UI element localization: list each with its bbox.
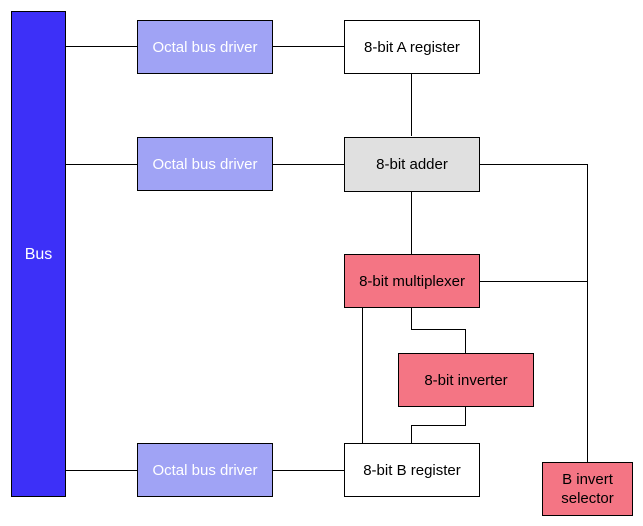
bus-label: Bus	[24, 245, 53, 263]
b-invert-selector-label: B invert selector	[561, 471, 614, 507]
octal-bus-driver-b-label: Octal bus driver	[152, 461, 258, 479]
adder: 8-bit adder	[344, 137, 480, 192]
multiplexer: 8-bit multiplexer	[344, 254, 480, 308]
wire-mux-inverter	[411, 308, 466, 353]
octal-bus-driver-adder-label: Octal bus driver	[152, 155, 258, 173]
inverter: 8-bit inverter	[398, 353, 534, 407]
octal-bus-driver-a-label: Octal bus driver	[152, 38, 258, 56]
bus-block: Bus	[11, 11, 66, 497]
b-invert-selector: B invert selector	[542, 462, 633, 516]
adder-label: 8-bit adder	[376, 156, 448, 173]
wire-inverter-reg-b	[411, 407, 466, 443]
a-register-label: 8-bit A register	[364, 38, 460, 56]
octal-bus-driver-a: Octal bus driver	[137, 20, 273, 74]
multiplexer-label: 8-bit multiplexer	[359, 272, 465, 290]
a-register: 8-bit A register	[344, 20, 480, 74]
inverter-label: 8-bit inverter	[424, 371, 508, 389]
b-register-label: 8-bit B register	[363, 461, 461, 479]
b-register: 8-bit B register	[344, 443, 480, 497]
octal-bus-driver-b: Octal bus driver	[137, 443, 273, 497]
octal-bus-driver-adder: Octal bus driver	[137, 137, 273, 191]
wire-adder-selector	[479, 164, 588, 462]
